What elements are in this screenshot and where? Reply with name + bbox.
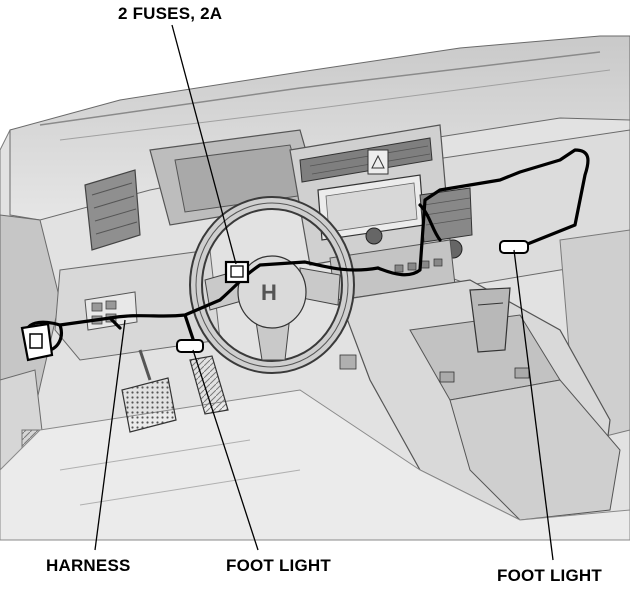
left-air-vent (84, 169, 141, 251)
brake-pedal (121, 377, 177, 433)
pedals (121, 349, 229, 433)
fuse-holder (224, 260, 250, 284)
center-console (339, 279, 621, 521)
steering-wheel: H (189, 196, 355, 374)
floor (0, 389, 630, 541)
leader-foot-light-right (513, 249, 554, 561)
leader-lines (94, 24, 554, 561)
foot-light-left (176, 339, 204, 353)
honda-emblem-icon: H (261, 280, 277, 305)
steering-hub (237, 255, 307, 329)
callout-fuses: 2 FUSES, 2A (118, 4, 223, 23)
wiring-harness (24, 148, 590, 352)
callout-foot-light-right: FOOT LIGHT (497, 566, 602, 585)
leader-harness (94, 319, 126, 551)
callout-foot-light-left: FOOT LIGHT (226, 556, 331, 575)
harness-connector-left (20, 322, 54, 362)
leader-foot-light-left (192, 349, 259, 551)
callout-harness: HARNESS (46, 556, 131, 575)
leader-fuses (171, 24, 237, 265)
